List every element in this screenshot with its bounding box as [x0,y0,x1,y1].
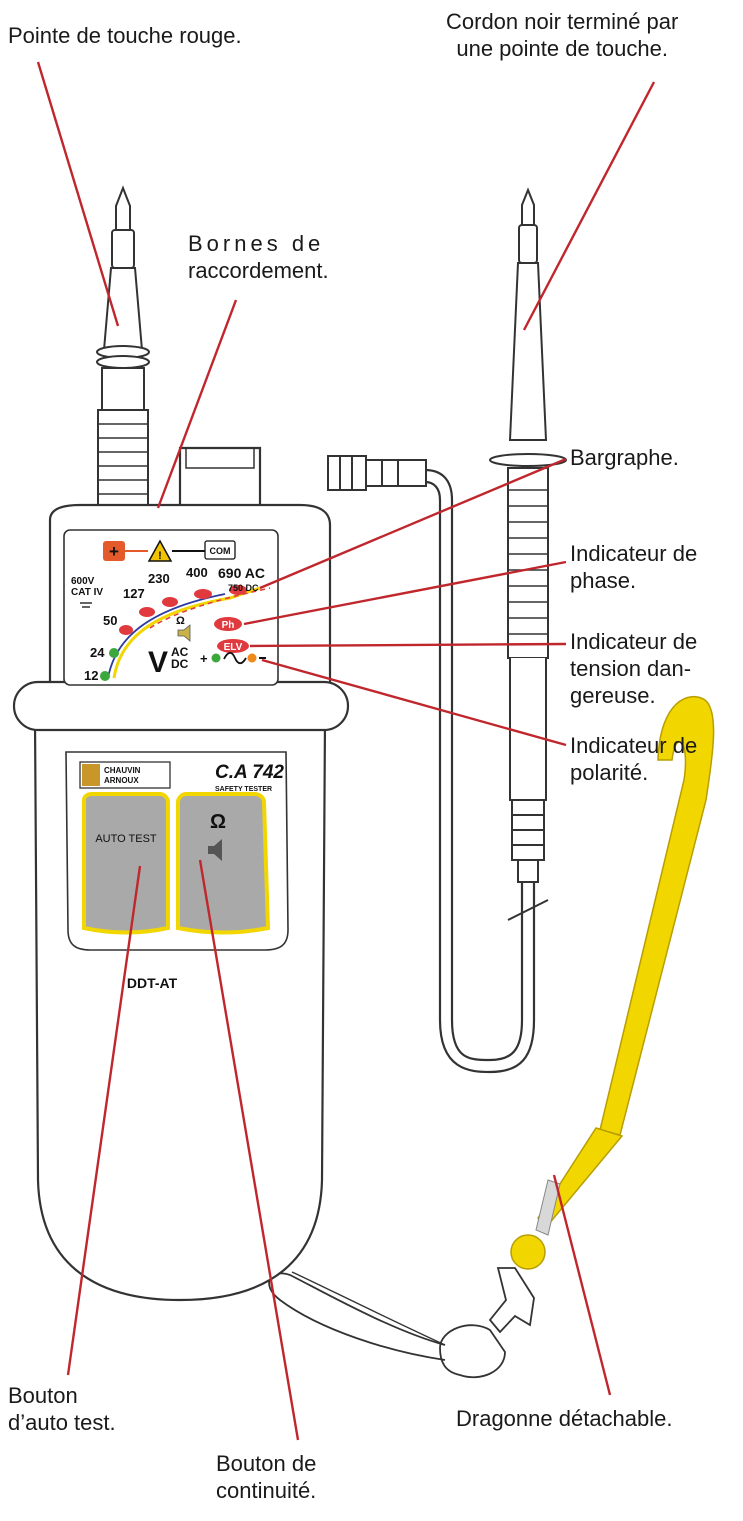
label-phase-line-1: Indicateur de [570,541,698,566]
rating-category: CAT IV [71,587,103,598]
leader-phase [243,560,567,626]
display-panel: + ! COM 600V CAT IV 12 24 50 127 230 400… [71,539,271,683]
label-strap: Dragonne détachable. [456,1405,673,1432]
phase-led-label: Ph [222,620,235,631]
front-panel: CHAUVIN ARNOUX C.A 742 SAFETY TESTER AUT… [79,761,284,991]
svg-text:+: + [109,542,119,561]
unit-ac: AC [171,645,189,659]
leader-continuity [198,859,300,1441]
callout-lines [36,61,656,1441]
leader-elv [249,642,567,648]
svg-text:+: + [200,651,208,666]
label-black-lead-line-1: Cordon noir terminé par [446,9,679,34]
scale-50: 50 [103,613,117,628]
label-dangerous-voltage-line-1: Indicateur de [570,629,698,654]
label-black-lead: Cordon noir terminé par une pointe de to… [446,8,678,62]
label-polarity-line-1: Indicateur de [570,733,698,758]
continuity-ohm: Ω [210,811,226,833]
scale-24: 24 [90,645,105,660]
label-red-probe: Pointe de touche rouge. [8,22,242,49]
svg-text:!: ! [158,550,162,562]
scale-690-ac: 690 AC [218,565,265,581]
brand-line-1: CHAUVIN [104,766,141,775]
label-terminals-line-2: raccordement. [188,258,329,283]
leader-red-probe [36,61,120,327]
auto-test-label: AUTO TEST [95,833,157,845]
label-continuity: Bouton de continuité. [216,1450,316,1504]
scale-230: 230 [148,571,170,586]
label-phase: Indicateur de phase. [570,540,697,594]
label-strap-line-1: Dragonne détachable. [456,1406,673,1431]
leader-terminals [156,299,238,509]
com-badge: COM [210,546,231,556]
label-phase-line-2: phase. [570,568,637,593]
label-dangerous-voltage: Indicateur de tension dan- gereuse. [570,628,697,709]
label-auto-test-line-2: d’auto test. [8,1410,116,1435]
label-red-probe-line-1: Pointe de touche rouge. [8,23,242,48]
scale-750-dc-label: 750 DC [228,583,259,593]
auto-test-button[interactable]: AUTO TEST [82,792,170,935]
ohm-symbol: Ω [176,615,185,627]
label-polarity-line-2: polarité. [570,760,649,785]
panel-bottom-text: DDT-AT [127,975,178,991]
rating-voltage: 600V [71,576,95,587]
brand-line-2: ARNOUX [104,776,139,785]
unit-v: V [148,646,168,679]
label-terminals-line-1: Bornes de [188,231,325,256]
leader-black-lead [522,81,656,331]
label-bargraph: Bargraphe. [570,444,679,471]
unit-dc: DC [171,657,189,671]
label-auto-test-line-1: Bouton [8,1383,78,1408]
scale-400: 400 [186,565,208,580]
label-polarity: Indicateur de polarité. [570,732,697,786]
scale-12: 12 [84,668,98,683]
leader-bargraph [259,457,567,590]
model-name: C.A 742 [215,762,284,783]
label-bargraph-line-1: Bargraphe. [570,445,679,470]
label-continuity-line-2: continuité. [216,1478,317,1503]
red-probe [96,185,150,518]
strap [268,695,715,1379]
label-terminals: Bornes de raccordement. [188,230,370,284]
leader-polarity [261,658,567,747]
leader-strap [552,1174,612,1396]
black-lead [327,187,567,1074]
label-auto-test: Bouton d’auto test. [8,1382,116,1436]
continuity-button[interactable]: Ω [176,792,271,935]
scale-127: 127 [123,586,145,601]
leader-auto-test [66,865,142,1376]
label-dangerous-voltage-line-3: gereuse. [570,683,656,708]
model-subtitle: SAFETY TESTER [215,786,272,793]
label-black-lead-line-2: une pointe de touche. [456,36,668,61]
label-dangerous-voltage-line-2: tension dan- [570,656,692,681]
label-continuity-line-1: Bouton de [216,1451,317,1476]
elv-led-label: ELV [224,642,243,653]
